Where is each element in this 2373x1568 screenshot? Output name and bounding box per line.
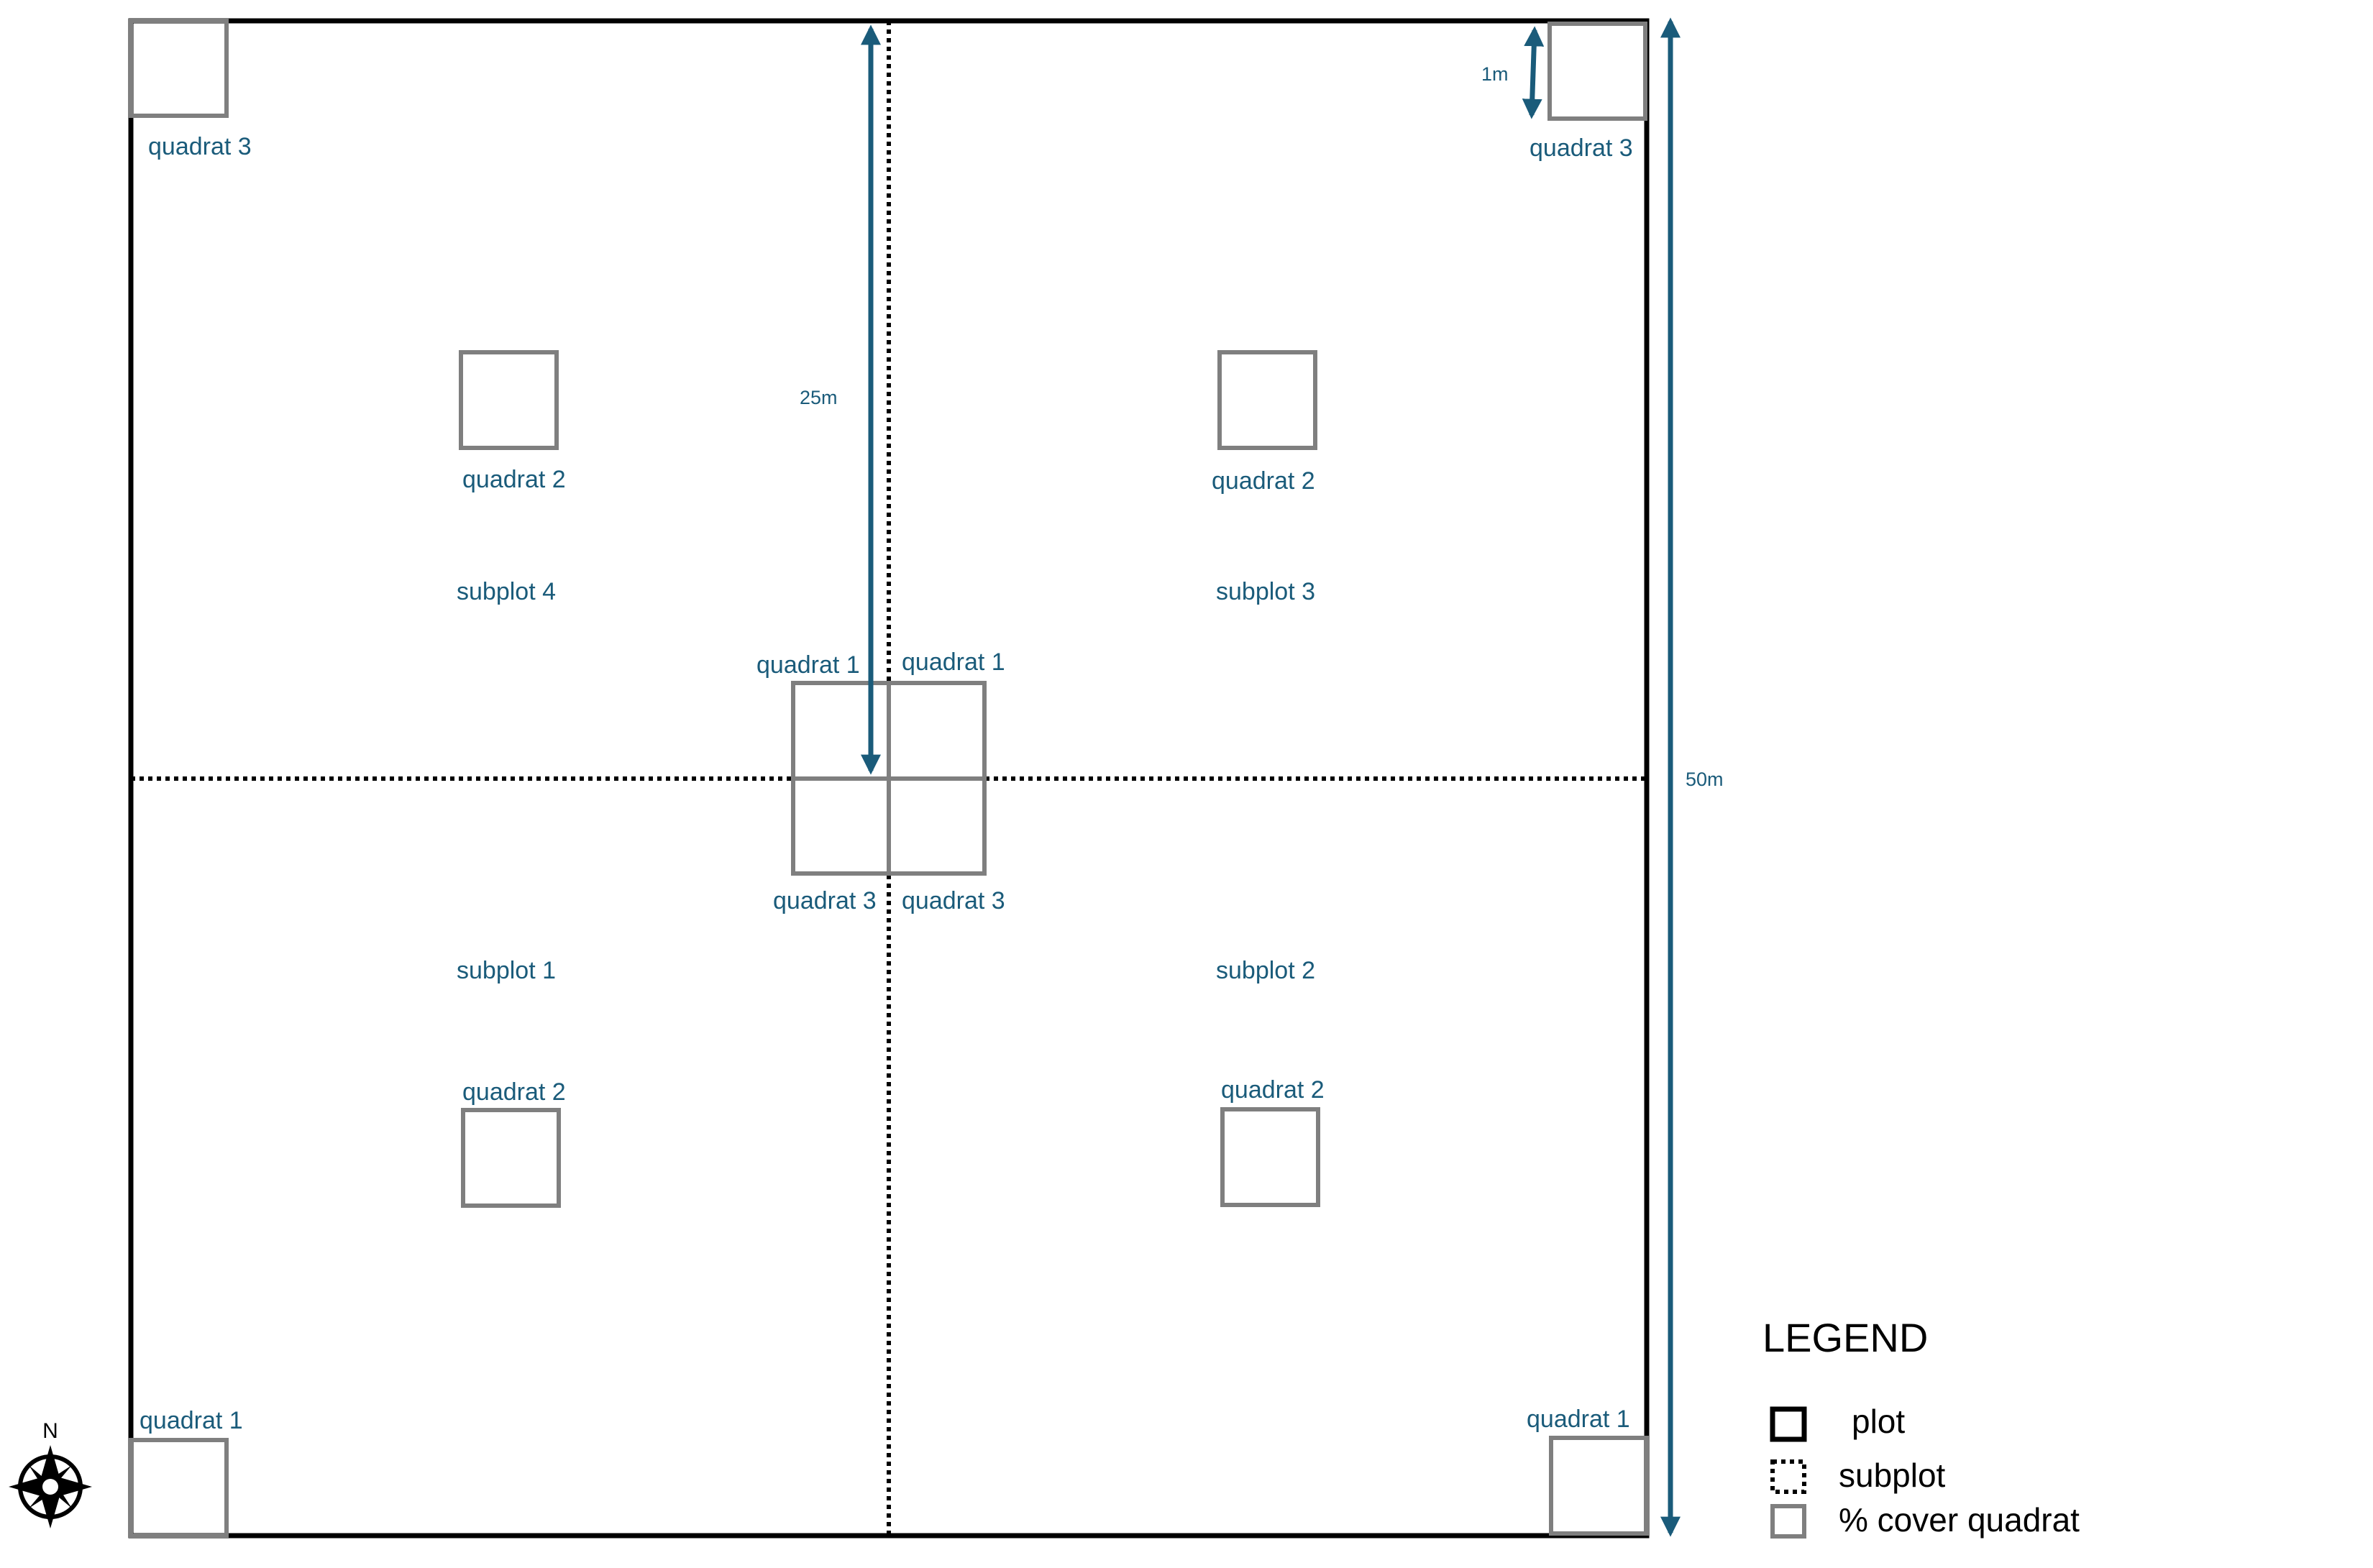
quadrat-label-nw-corner: quadrat 3 [148, 133, 252, 160]
quadrat-label-sp1-mid: quadrat 2 [462, 1078, 566, 1106]
legend-subplot-swatch [1770, 1459, 1806, 1494]
subplot-label-4: subplot 4 [457, 578, 556, 605]
legend-title: LEGEND [1762, 1315, 1928, 1360]
quadrat-label-center-se: quadrat 3 [902, 887, 1005, 914]
quadrat-center-nw [791, 681, 891, 781]
compass-rose-icon [9, 1445, 92, 1528]
quadrat-center-sw [791, 776, 891, 876]
legend-plot-label: plot [1852, 1403, 1905, 1440]
subplot-label-1: subplot 1 [457, 957, 556, 984]
quadrat-sp4-mid [459, 350, 559, 450]
quadrat-label-sp2-mid: quadrat 2 [1221, 1076, 1325, 1104]
quadrat-label-sp3-mid: quadrat 2 [1212, 467, 1315, 495]
quadrat-label-sw-corner: quadrat 1 [140, 1407, 243, 1434]
compass: N [9, 1419, 92, 1528]
quadrat-sp2-mid [1220, 1107, 1320, 1207]
legend-quadrat-swatch [1770, 1504, 1806, 1539]
legend-subplot-label: subplot [1839, 1457, 1946, 1494]
quadrat-label-center-ne: quadrat 1 [902, 648, 1005, 676]
quadrats [129, 19, 1649, 1538]
quadrat-label-center-sw: quadrat 3 [773, 887, 877, 914]
quadrat-ne-corner [1547, 22, 1647, 121]
legend-plot-swatch [1770, 1406, 1807, 1442]
quadrat-label-center-nw: quadrat 1 [756, 651, 860, 679]
label-25m: 25m [800, 387, 838, 408]
quadrat-label-se-corner: quadrat 1 [1527, 1406, 1630, 1433]
label-1m: 1m [1481, 63, 1509, 85]
subplot-label-2: subplot 2 [1216, 957, 1315, 984]
quadrat-label-sp4-mid: quadrat 2 [462, 466, 566, 493]
dimension-arrow-1m [1522, 26, 1545, 119]
quadrat-label-ne-corner: quadrat 3 [1530, 134, 1633, 162]
compass-north-label: N [42, 1419, 58, 1443]
quadrat-sw-corner [129, 1438, 229, 1538]
legend: LEGEND plot subplot % cover quadrat [1762, 1315, 2080, 1539]
quadrat-sp3-mid [1217, 350, 1317, 450]
quadrat-center-se [887, 776, 987, 876]
label-50m: 50m [1686, 769, 1724, 790]
quadrat-center-ne [887, 681, 987, 781]
legend-quadrat-label: % cover quadrat [1839, 1501, 2080, 1539]
subplot-label-3: subplot 3 [1216, 578, 1315, 605]
quadrat-sp1-mid [461, 1108, 561, 1208]
quadrat-se-corner [1549, 1436, 1649, 1536]
quadrat-nw-corner [129, 19, 229, 118]
